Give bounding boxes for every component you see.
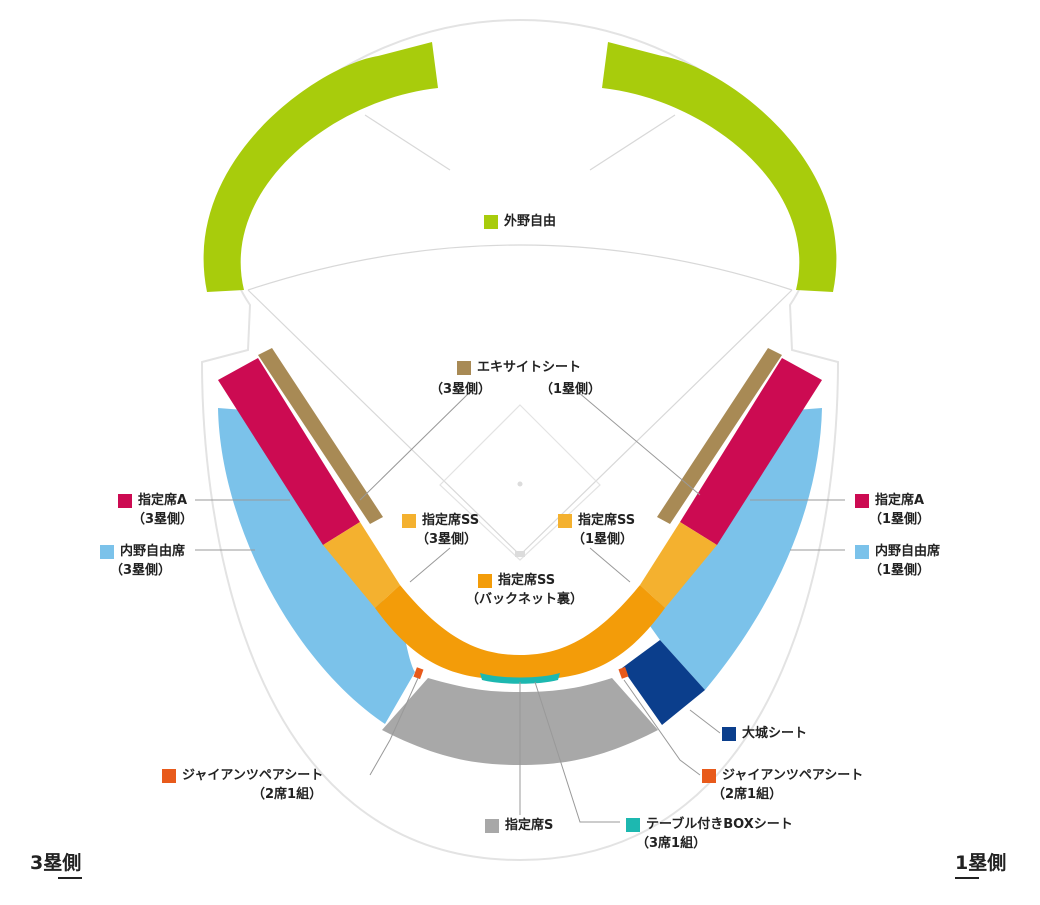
swatch-seat-ss-1b (558, 513, 572, 528)
swatch-box-seat (626, 817, 640, 832)
label-box-seat: テーブル付きBOXシート （3席1組） (626, 815, 793, 853)
underline-1b (955, 877, 979, 879)
label-seat-ss-backnet: 指定席SS （バックネット裏） (466, 573, 584, 607)
swatch-pair-1b (702, 768, 716, 783)
seat-ss-backnet[interactable] (375, 585, 665, 680)
label-infield-free-1b: 内野自由席 （1塁側） (855, 542, 940, 580)
pair-seat-1b[interactable] (618, 666, 629, 679)
taijo-seat[interactable] (622, 640, 705, 725)
swatch-excite (457, 360, 471, 375)
seat-a-3b[interactable] (218, 358, 360, 545)
field-lines (247, 114, 793, 561)
label-infield-free-3b: 内野自由席 （3塁側） (100, 542, 185, 580)
swatch-infield-free-3b (100, 544, 114, 559)
home-plate (515, 551, 525, 557)
side-label-3b: 3塁側 (30, 848, 82, 879)
seat-ss-3b[interactable] (323, 522, 400, 608)
label-taijo: 大城シート (722, 724, 807, 743)
swatch-seat-s (485, 818, 499, 833)
leader-lines (195, 391, 845, 823)
infield-free-seats-1b[interactable] (640, 408, 822, 690)
swatch-seat-a-1b (855, 493, 869, 508)
stadium-outline (200, 18, 840, 862)
label-seat-a-3b: 指定席A （3塁側） (118, 491, 193, 529)
excite-seat-3b[interactable] (258, 348, 383, 524)
swatch-pair-3b (162, 768, 176, 783)
swatch-outfield (484, 214, 498, 229)
excite-seat-1b[interactable] (657, 348, 782, 524)
seat-ss-1b[interactable] (640, 522, 717, 608)
label-seat-ss-1b: 指定席SS （1塁側） (558, 511, 635, 549)
label-pair-3b: ジャイアンツペアシート （2席1組） (162, 766, 323, 804)
pair-seat-3b[interactable] (413, 667, 424, 680)
outfield-free-seats-1b[interactable] (602, 42, 837, 292)
label-pair-1b: ジャイアンツペアシート （2席1組） (702, 766, 863, 804)
swatch-infield-free-1b (855, 544, 869, 559)
infield-free-seats-3b[interactable] (218, 408, 415, 724)
label-seat-a-1b: 指定席A （1塁側） (855, 491, 930, 529)
seat-a-1b[interactable] (680, 358, 822, 545)
label-seat-ss-3b: 指定席SS （3塁側） (402, 511, 479, 549)
swatch-seat-ss-3b (402, 513, 416, 528)
pitcher-mound (517, 481, 523, 487)
label-excite-1b: （1塁側） (540, 382, 602, 397)
swatch-seat-a-3b (118, 493, 132, 508)
outfield-free-seats[interactable] (203, 42, 438, 292)
swatch-seat-ss-backnet (478, 573, 492, 588)
label-outfield: 外野自由 (484, 212, 556, 231)
label-excite-3b: （3塁側） (430, 382, 492, 397)
box-seat[interactable] (480, 673, 560, 684)
underline-3b (58, 877, 82, 879)
side-label-1b: 1塁側 (955, 848, 1006, 879)
label-seat-s: 指定席S (485, 816, 553, 835)
label-excite: エキサイトシート (457, 358, 581, 377)
swatch-taijo (722, 726, 736, 741)
